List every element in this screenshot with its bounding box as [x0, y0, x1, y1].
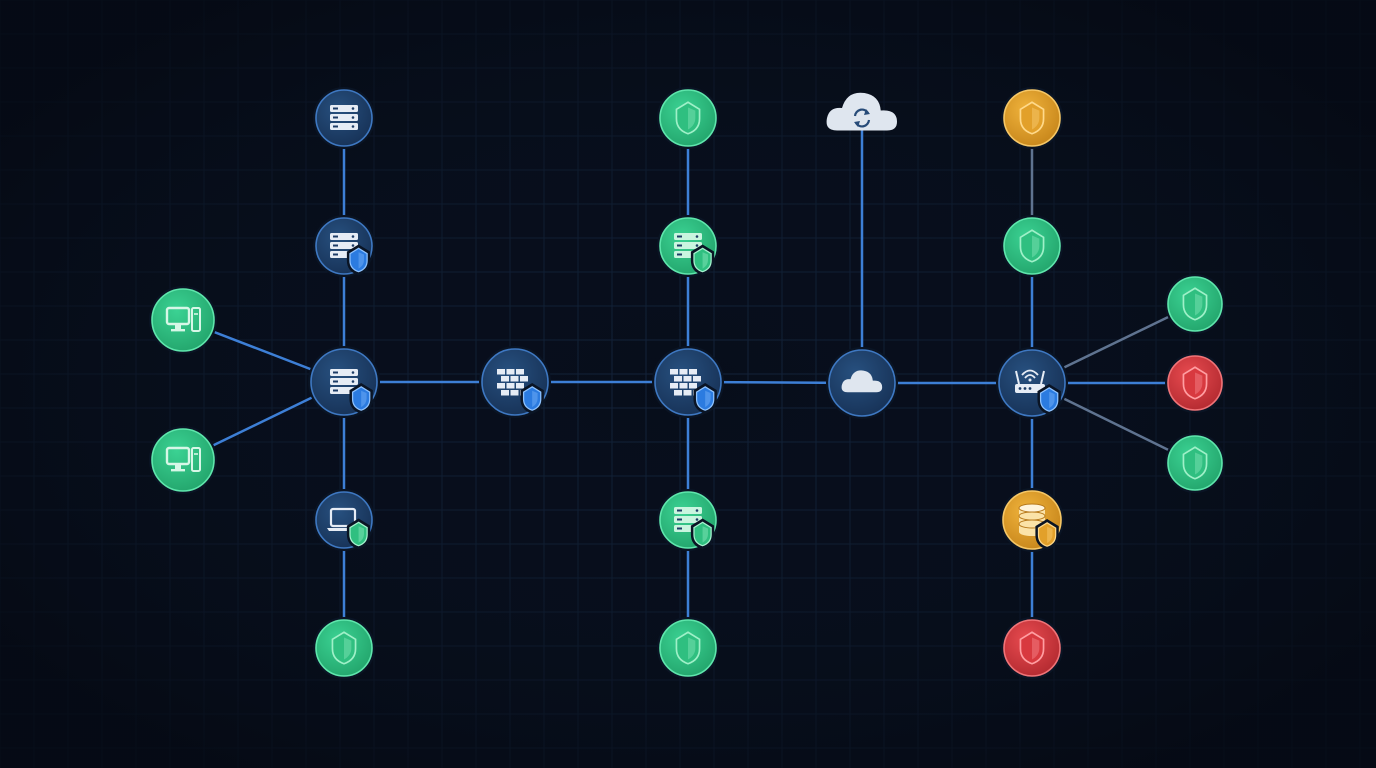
- shield-glyph: [1182, 366, 1208, 400]
- security-badge-icon: [1037, 383, 1061, 415]
- server-node-icon[interactable]: [313, 215, 375, 277]
- security-badge-icon: [520, 382, 544, 414]
- shield-glyph: [522, 386, 542, 411]
- firewall-icon[interactable]: [479, 346, 551, 418]
- shield-glyph: [693, 247, 712, 273]
- shield-icon[interactable]: [313, 617, 375, 679]
- shield-icon[interactable]: [1001, 617, 1063, 679]
- server-node-icon[interactable]: [657, 215, 719, 277]
- shield-glyph: [693, 521, 712, 547]
- shield-icon[interactable]: [1165, 274, 1225, 334]
- shield-glyph: [1037, 522, 1057, 547]
- shield-glyph: [1019, 101, 1045, 135]
- database-icon[interactable]: [1000, 488, 1064, 552]
- shield-glyph: [1039, 387, 1059, 412]
- shield-glyph: [1182, 287, 1208, 321]
- security-badge-icon: [690, 518, 715, 550]
- core-server-icon[interactable]: [308, 346, 380, 418]
- shield-glyph: [351, 386, 371, 411]
- wifi-router-icon[interactable]: [996, 347, 1068, 419]
- shield-glyph: [1182, 446, 1208, 480]
- network-nodes: [149, 87, 1225, 679]
- shield-glyph: [349, 247, 368, 273]
- desktop-icon[interactable]: [149, 286, 217, 354]
- shield-glyph: [349, 521, 368, 547]
- shield-icon[interactable]: [1001, 87, 1063, 149]
- security-badge-icon: [690, 244, 715, 276]
- security-badge-icon: [693, 382, 717, 414]
- shield-glyph: [675, 101, 701, 135]
- shield-glyph: [695, 386, 715, 411]
- cloud-icon[interactable]: [826, 347, 898, 419]
- shield-icon[interactable]: [657, 87, 719, 149]
- shield-icon[interactable]: [1001, 215, 1063, 277]
- cloud-sync-icon[interactable]: [826, 92, 897, 131]
- security-badge-icon: [1035, 518, 1059, 550]
- node-disc: [151, 288, 215, 352]
- firewall-icon[interactable]: [652, 346, 724, 418]
- shield-glyph: [675, 631, 701, 665]
- desktop-icon[interactable]: [149, 426, 217, 494]
- server-node-icon[interactable]: [657, 489, 719, 551]
- shield-icon[interactable]: [1165, 353, 1225, 413]
- security-badge-icon: [346, 518, 371, 550]
- security-badge-icon: [346, 244, 371, 276]
- shield-glyph: [1019, 631, 1045, 665]
- laptop-icon[interactable]: [313, 489, 375, 551]
- shield-icon[interactable]: [1165, 433, 1225, 493]
- shield-glyph: [331, 631, 357, 665]
- server-node-icon[interactable]: [313, 87, 375, 149]
- security-badge-icon: [349, 382, 373, 414]
- shield-icon[interactable]: [657, 617, 719, 679]
- shield-glyph: [1019, 229, 1045, 263]
- node-disc: [151, 428, 215, 492]
